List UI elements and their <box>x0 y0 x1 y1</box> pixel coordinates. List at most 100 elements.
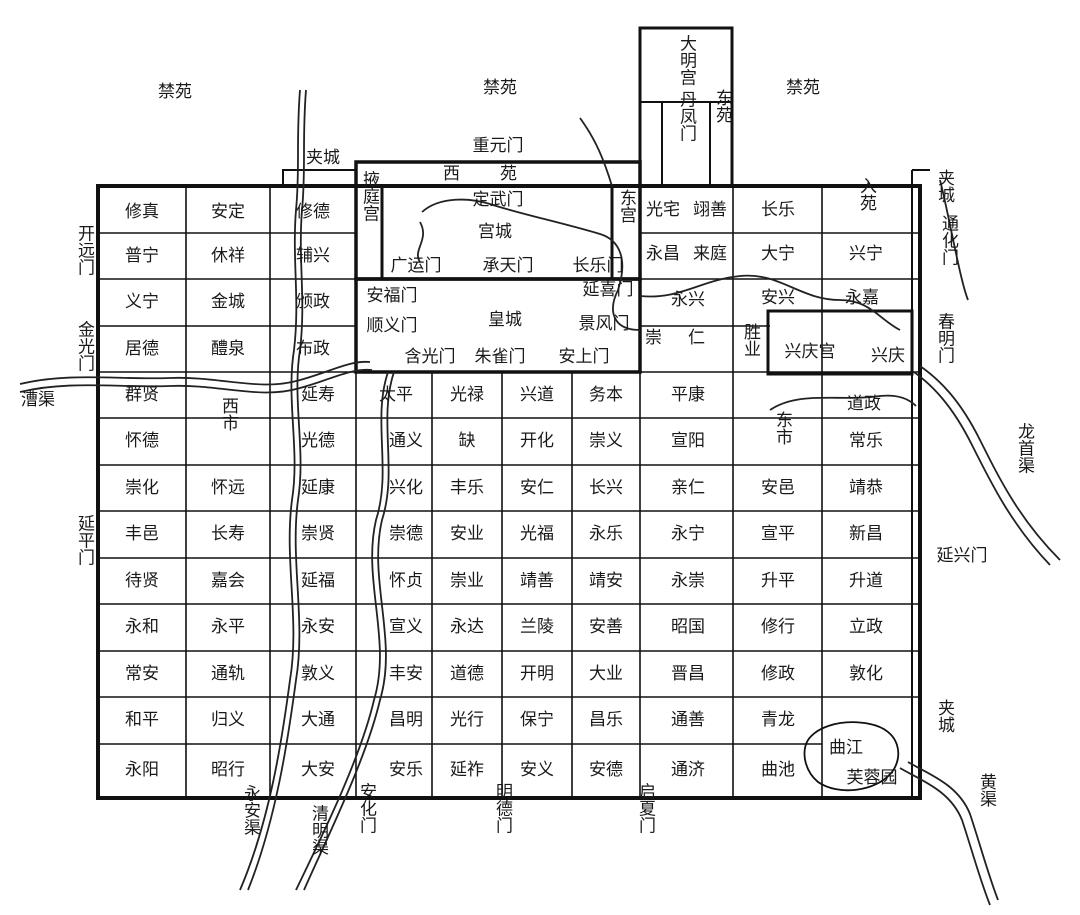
xishi-label: 西市 <box>218 397 239 431</box>
jiacheng-top-label: 夹城 <box>306 148 340 168</box>
ward-label: 通义 <box>389 431 423 451</box>
ward-label: 修政 <box>761 664 795 684</box>
ward-label: 归义 <box>211 710 245 730</box>
anhuamen-label: 安化门 <box>356 782 377 834</box>
ward-label: 道德 <box>450 664 484 684</box>
ward-label: 昌明 <box>389 710 423 730</box>
ward-label: 开明 <box>520 664 554 684</box>
anshangmen-label: 安上门 <box>559 347 610 367</box>
ward-label: 丰乐 <box>450 478 484 498</box>
yanxingmen-label: 延兴门 <box>937 546 988 566</box>
quxiang-label: 曲江 <box>829 738 863 758</box>
ward-label: 新昌 <box>849 524 883 544</box>
ward-label: 义宁 <box>125 292 159 312</box>
ward-label: 安善 <box>589 617 623 637</box>
ward-label: 延福 <box>301 571 335 591</box>
qingmingqu-label: 清明渠 <box>308 804 329 855</box>
ward-label: 通善 <box>671 710 705 730</box>
ward-label: 缺 <box>459 431 476 451</box>
ward-label: 兴宁 <box>849 244 883 264</box>
yetinggong-label: 掖庭宫 <box>359 170 380 221</box>
ward-label: 永昌 <box>646 244 680 264</box>
ward-label: 大业 <box>589 664 623 684</box>
anfumen-label: 安福门 <box>367 286 418 306</box>
danfeng-gate-box <box>661 101 711 187</box>
xiyuan-label: 西苑 <box>443 164 557 184</box>
ward-label: 道政 <box>847 394 881 414</box>
ward-label: 安业 <box>450 524 484 544</box>
shengye-label: 胜业 <box>740 323 761 357</box>
dongyuan-label: 东苑 <box>712 89 733 123</box>
ward-label: 安邑 <box>761 478 795 498</box>
ward-label: 辅兴 <box>296 246 330 266</box>
kaiyuanmen-label: 开远门 <box>74 225 95 277</box>
ward-label: 升平 <box>761 571 795 591</box>
ward-label: 通济 <box>671 760 705 780</box>
xingqinggong-label: 兴庆宫 <box>785 342 836 362</box>
ward-label: 宣义 <box>389 617 423 637</box>
ward-label: 长寿 <box>211 524 245 544</box>
tonghuamen-label: 通化门 <box>938 214 959 266</box>
ward-label: 立政 <box>849 617 883 637</box>
ward-label: 崇化 <box>125 478 159 498</box>
ward-label: 大宁 <box>761 244 795 264</box>
ward-label: 大通 <box>301 710 335 730</box>
ward-label: 长兴 <box>589 478 623 498</box>
ward-label: 太平 <box>379 385 413 405</box>
ward-label: 修行 <box>761 617 795 637</box>
ward-label: 普宁 <box>125 246 159 266</box>
jinyuan-left-label: 禁苑 <box>158 82 192 102</box>
ward-label: 光宅 <box>646 200 680 220</box>
ward-label: 永宁 <box>671 524 705 544</box>
ward-label: 昭国 <box>671 617 705 637</box>
ward-label: 修德 <box>296 202 330 222</box>
longshouqu-label: 龙首渠 <box>1014 422 1035 473</box>
jinyuan-mid-label: 禁苑 <box>483 78 517 98</box>
ward-label: 永达 <box>450 617 484 637</box>
ward-label: 光行 <box>450 710 484 730</box>
ward-label: 长乐 <box>761 200 795 220</box>
qujiang-pond <box>803 721 900 792</box>
ward-label: 敦化 <box>849 664 883 684</box>
ward-label: 光德 <box>301 431 335 451</box>
ward-label: 曲池 <box>761 760 795 780</box>
chongren-label: 崇仁 <box>645 328 731 348</box>
ward-label: 永兴 <box>671 290 705 310</box>
ward-label: 永崇 <box>671 571 705 591</box>
ward-label: 布政 <box>296 339 330 359</box>
ward-label: 升道 <box>849 571 883 591</box>
mingdemen-label: 明德门 <box>492 783 513 835</box>
jinguangmen-label: 金光门 <box>74 320 95 372</box>
jingfengmen-label: 景风门 <box>579 314 630 334</box>
ward-label: 安仁 <box>520 478 554 498</box>
gongcheng-label: 宫城 <box>478 222 512 242</box>
ward-label: 靖善 <box>520 571 554 591</box>
ward-label: 居德 <box>125 339 159 359</box>
hanguangmen-label: 含光门 <box>405 347 456 367</box>
jiacheng-east-label: 夹城 <box>934 169 955 203</box>
yonganqu-label: 永安渠 <box>240 784 261 835</box>
ward-label: 常安 <box>125 664 159 684</box>
ward-label: 崇业 <box>450 571 484 591</box>
jiacheng-top-box <box>282 169 357 187</box>
ward-label: 怀贞 <box>389 571 423 591</box>
ward-label: 务本 <box>589 385 623 405</box>
qixiamen-label: 启夏门 <box>635 782 656 834</box>
dinwumen-label: 定武门 <box>473 190 524 210</box>
ward-label: 永嘉 <box>845 288 879 308</box>
ward-label: 宣阳 <box>671 431 705 451</box>
shunyimen-label: 顺义门 <box>367 316 418 336</box>
ward-label: 靖安 <box>589 571 623 591</box>
ward-label: 群贤 <box>125 385 159 405</box>
ward-label: 永平 <box>211 617 245 637</box>
ward-label: 和平 <box>125 710 159 730</box>
ward-label: 青龙 <box>761 710 795 730</box>
daminggong-label: 大明宫 <box>676 34 697 85</box>
ward-label: 嘉会 <box>211 571 245 591</box>
east-palace <box>610 184 642 281</box>
imperial-city <box>354 277 642 374</box>
donggong-label: 东宫 <box>616 189 636 223</box>
ward-label: 光福 <box>520 524 554 544</box>
ward-label: 崇义 <box>589 431 623 451</box>
ward-label: 开化 <box>520 431 554 451</box>
